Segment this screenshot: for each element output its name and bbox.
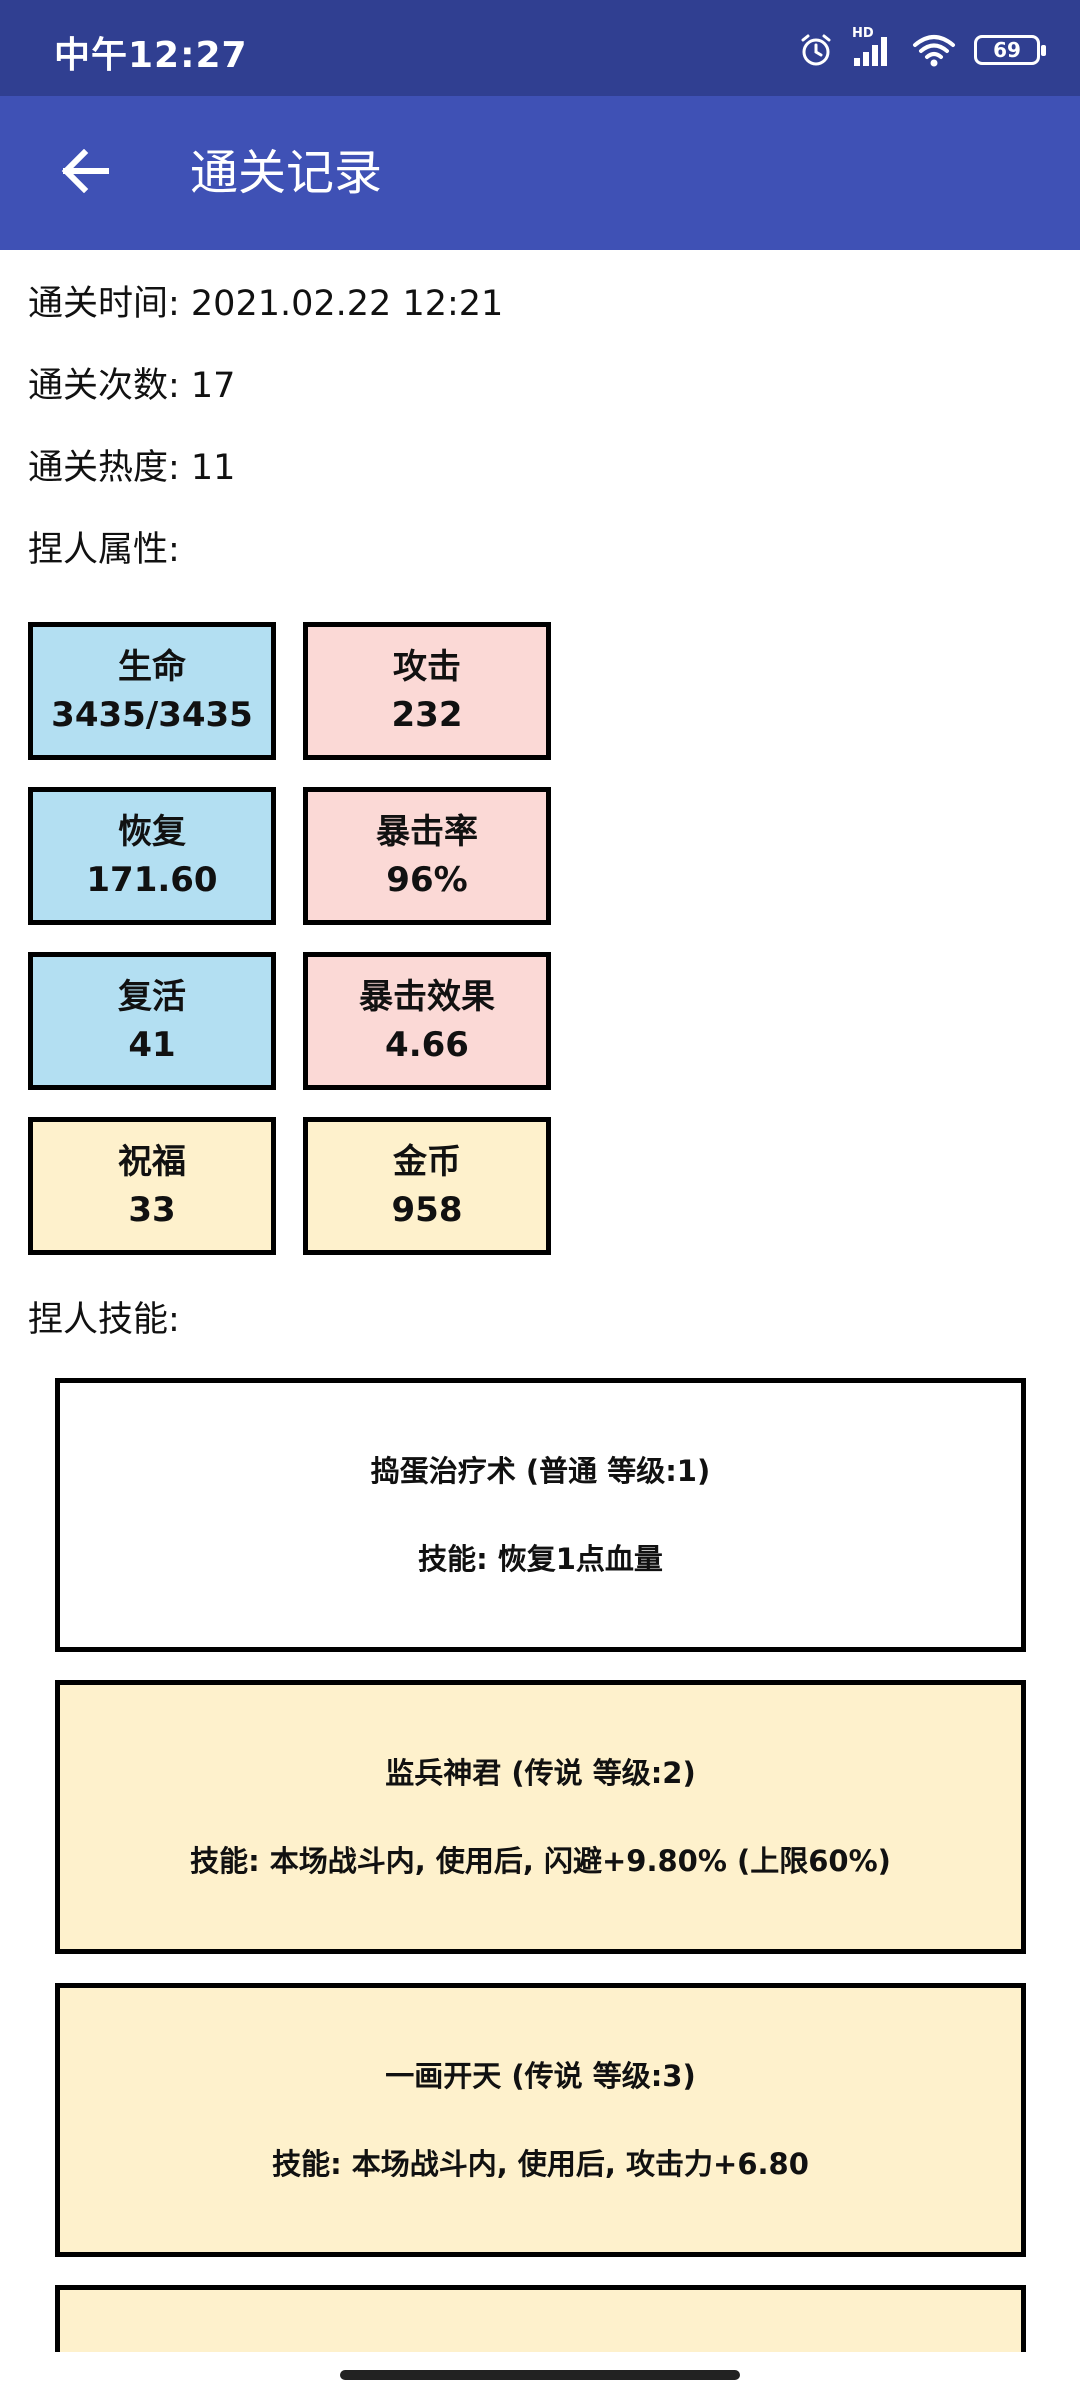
attr-value: 33 — [128, 1190, 176, 1230]
attr-label: 暴击率 — [376, 812, 478, 852]
attributes-heading: 捏人属性: — [28, 530, 180, 570]
attr-label: 暴击效果 — [359, 977, 495, 1017]
app-bar: 通关记录 — [0, 96, 1080, 250]
attr-value: 3435/3435 — [51, 695, 253, 735]
status-time: 中午12:27 — [54, 35, 248, 76]
home-indicator[interactable] — [340, 2370, 740, 2380]
attr-value: 232 — [391, 695, 463, 735]
network-label: HD — [852, 26, 874, 41]
skills-heading: 捏人技能: — [28, 1300, 180, 1340]
attr-card-recovery: 恢复 171.60 — [28, 787, 276, 925]
battery-level: 69 — [993, 38, 1021, 62]
battery-icon: 69 — [974, 35, 1046, 65]
page-title: 通关记录 — [190, 145, 383, 201]
skill-desc: 技能: 本场战斗内, 使用后, 攻击力+6.80 — [272, 2147, 809, 2181]
status-bar: 中午12:27 HD — [0, 0, 1080, 96]
attr-label: 恢复 — [118, 812, 186, 852]
clear-heat: 通关热度: 11 — [28, 448, 236, 488]
arrow-back-icon — [60, 148, 110, 197]
skill-name: 一画开天 (传说 等级:3) — [385, 2059, 696, 2093]
skill-desc: 技能: 本场战斗内, 使用后, 闪避+9.80% (上限60%) — [190, 1844, 891, 1878]
attr-label: 复活 — [118, 977, 186, 1017]
attr-value: 41 — [128, 1025, 176, 1065]
attr-label: 金币 — [393, 1142, 461, 1182]
attr-value: 4.66 — [385, 1025, 469, 1065]
skill-desc: 技能: 恢复1点血量 — [418, 1542, 663, 1576]
attr-card-crit-effect: 暴击效果 4.66 — [303, 952, 551, 1090]
attr-card-blessing: 祝福 33 — [28, 1117, 276, 1255]
attr-card-revive: 复活 41 — [28, 952, 276, 1090]
skill-name: 捣蛋治疗术 (普通 等级:1) — [370, 1454, 711, 1488]
alarm-icon — [798, 32, 834, 68]
clear-count: 通关次数: 17 — [28, 366, 236, 406]
attr-label: 攻击 — [393, 647, 461, 687]
skill-name: 监兵神君 (传说 等级:2) — [385, 1756, 696, 1790]
attr-value: 96% — [386, 860, 468, 900]
back-button[interactable] — [40, 133, 130, 213]
attr-label: 生命 — [118, 647, 186, 687]
skill-card: 捣蛋治疗术 (普通 等级:1) 技能: 恢复1点血量 — [55, 1378, 1026, 1652]
clear-time: 通关时间: 2021.02.22 12:21 — [28, 284, 504, 324]
attr-card-crit-rate: 暴击率 96% — [303, 787, 551, 925]
status-icons: HD 69 — [798, 26, 1046, 74]
attr-value: 171.60 — [86, 860, 218, 900]
attr-label: 祝福 — [118, 1142, 186, 1182]
attr-card-attack: 攻击 232 — [303, 622, 551, 760]
skill-card: 监兵神君 (传说 等级:2) 技能: 本场战斗内, 使用后, 闪避+9.80% … — [55, 1680, 1026, 1954]
attr-card-gold: 金币 958 — [303, 1117, 551, 1255]
signal-icon: HD — [852, 26, 894, 68]
attr-value: 958 — [391, 1190, 463, 1230]
wifi-icon — [912, 32, 956, 68]
skill-card: 一画开天 (传说 等级:3) 技能: 本场战斗内, 使用后, 攻击力+6.80 — [55, 1983, 1026, 2257]
attr-card-life: 生命 3435/3435 — [28, 622, 276, 760]
